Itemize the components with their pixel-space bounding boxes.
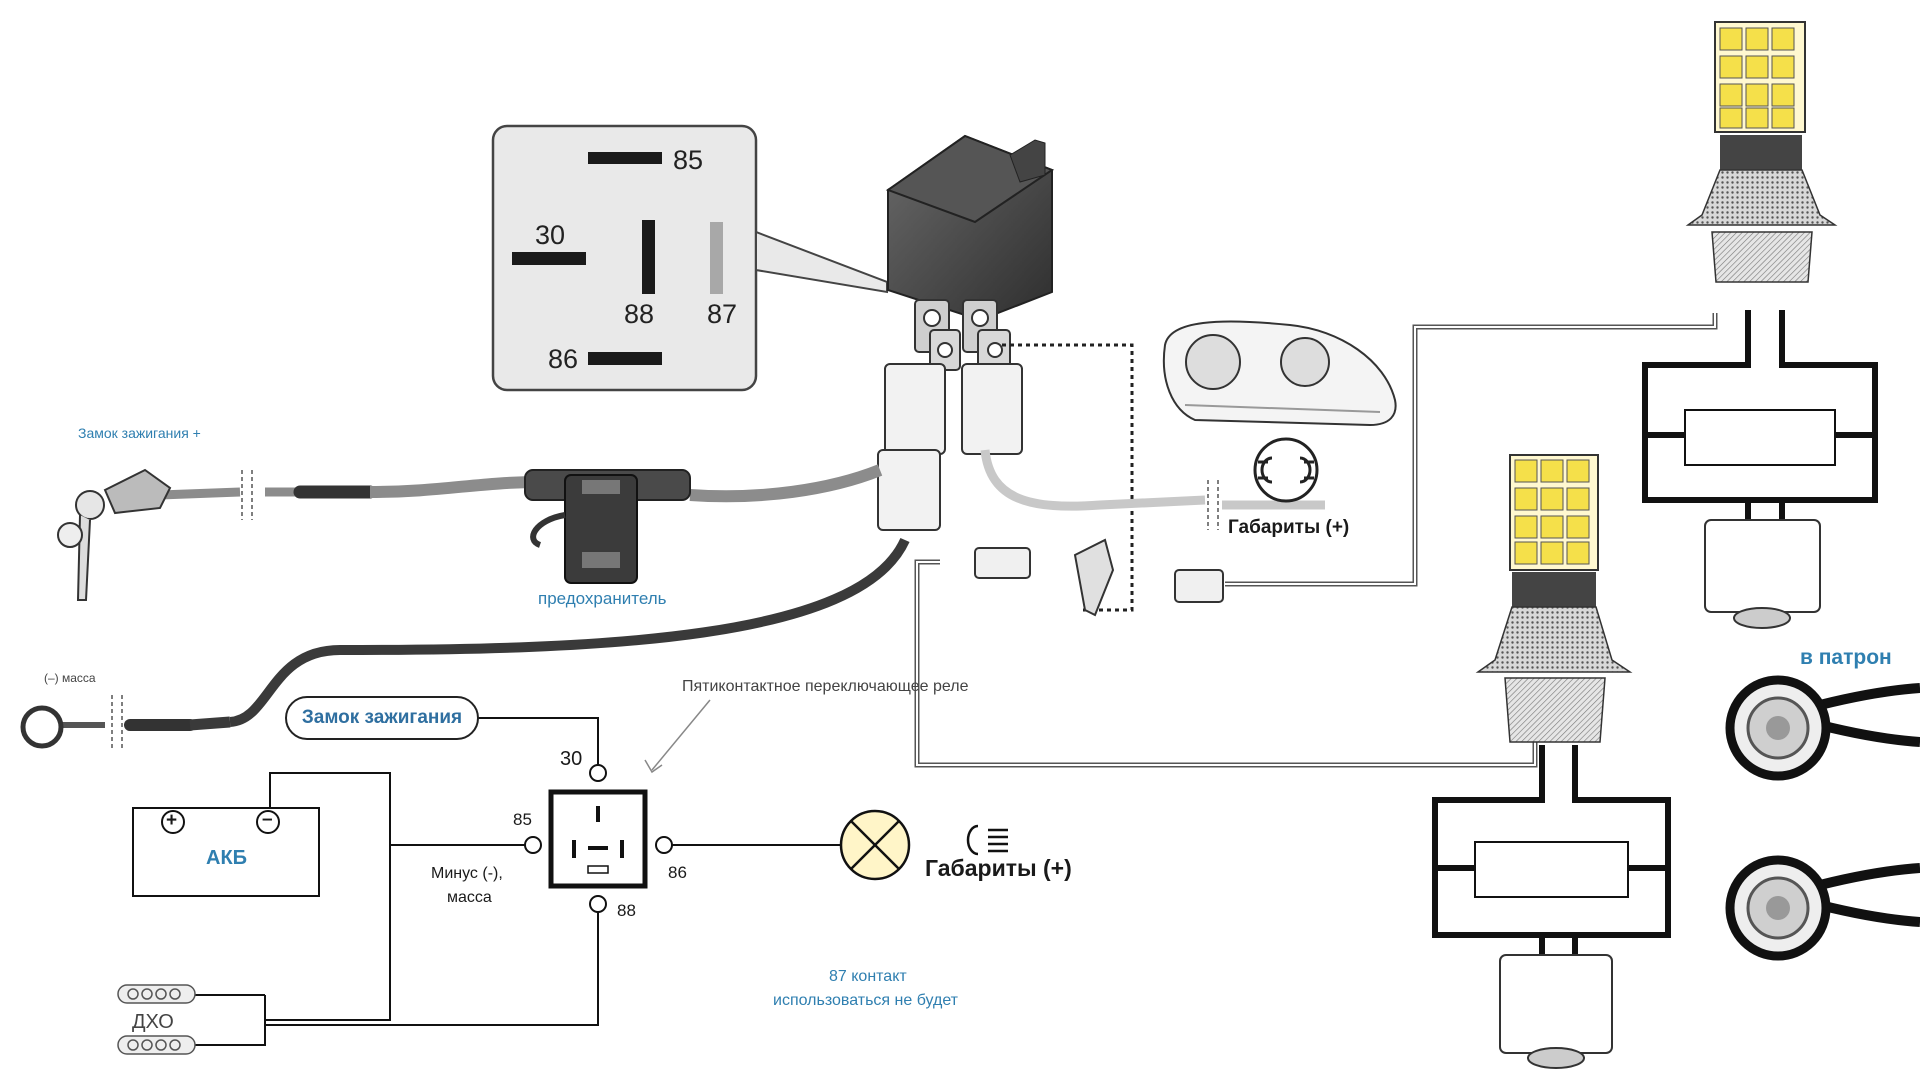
photo-wires — [60, 313, 1718, 768]
schematic-pin-88: 88 — [617, 901, 636, 920]
drl-label: ДХО — [132, 1011, 174, 1033]
battery-label: АКБ — [206, 847, 248, 869]
schematic-pin-85: 85 — [513, 810, 532, 829]
led-bulb-icon — [1685, 21, 1838, 283]
schematic-pin-86: 86 — [668, 863, 687, 882]
ignition-pill: Замок зажигания — [285, 696, 479, 740]
ground-label: (–) масса — [44, 671, 96, 685]
bulb-harness-2 — [1432, 745, 1671, 955]
ring-terminal-icon — [20, 705, 64, 749]
key-icon — [57, 468, 172, 601]
wire-break-marks — [111, 470, 1219, 748]
minus-ground-line2: масса — [447, 889, 492, 906]
pinout-label-85: 85 — [673, 145, 704, 175]
relay-icon — [877, 134, 1055, 531]
battery-plus: + — [166, 810, 178, 831]
minus-ground-line1: Минус (-), — [431, 865, 503, 882]
lamp-cross-icon — [839, 809, 911, 881]
battery-minus: – — [262, 809, 273, 830]
to-socket-label: в патрон — [1800, 646, 1892, 669]
pinout-label-88: 88 — [624, 299, 655, 329]
bayonet-base-1 — [1704, 519, 1821, 629]
note-87-line2: использоваться не будет — [773, 992, 959, 1009]
note-87-line1: 87 контакт — [829, 968, 907, 985]
bulb-socket-icon — [1725, 675, 1920, 781]
parking-lights-schematic-label: Габариты (+) — [925, 855, 1072, 881]
pinout-label-30: 30 — [535, 220, 566, 250]
bulb-harness-1 — [1642, 310, 1878, 520]
parking-lights-photo-label: Габариты (+) — [1228, 517, 1350, 538]
relay-caption: Пятиконтактное переключающее реле — [682, 678, 969, 695]
headlight-icon — [1162, 320, 1397, 427]
parking-light-small-icon — [966, 824, 1008, 856]
pinout-label-86: 86 — [548, 344, 579, 374]
relay-pinout-box — [491, 124, 888, 392]
pinout-label-87: 87 — [707, 299, 738, 329]
bayonet-base-2 — [1499, 954, 1613, 1069]
parking-light-icon — [1253, 437, 1319, 503]
fuse-label: предохранитель — [538, 589, 667, 608]
drl-strip-icon — [117, 984, 196, 1055]
fuse-icon — [524, 469, 691, 584]
led-bulb-icon — [1475, 454, 1633, 743]
schematic — [132, 699, 840, 1046]
bulb-socket-icon — [1725, 855, 1920, 961]
schematic-pin-30: 30 — [560, 748, 583, 770]
battery-terminals — [161, 810, 280, 834]
ignition-lock-label: Замок зажигания + — [78, 425, 201, 441]
